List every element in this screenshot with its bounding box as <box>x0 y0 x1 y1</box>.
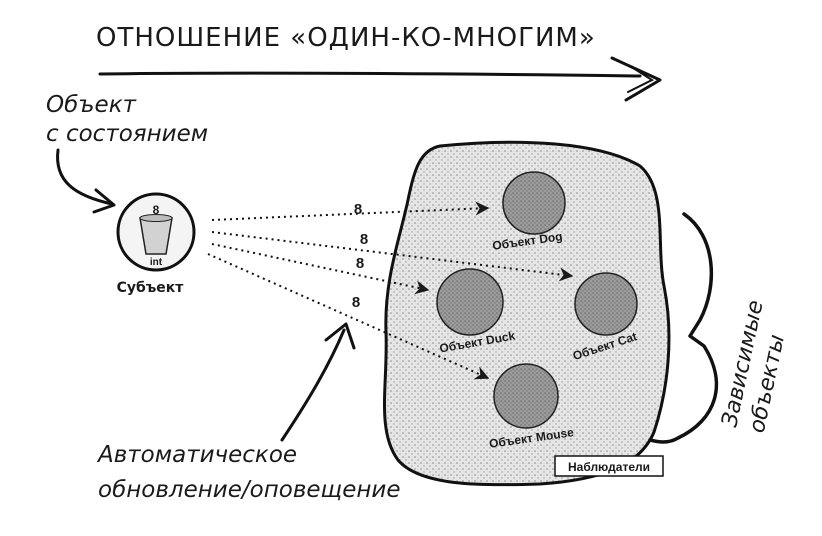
dependents-brace <box>648 212 719 444</box>
subject-label: Субъект <box>117 280 185 296</box>
subject-type-label: int <box>150 257 163 268</box>
message-value-dog: 8 <box>354 201 362 218</box>
observers-tag: Наблюдатели <box>554 455 664 477</box>
state-object-arrow <box>56 148 116 214</box>
message-arrows <box>207 201 574 380</box>
subject-node: 8 int <box>116 192 196 272</box>
message-value-duck: 8 <box>356 255 364 272</box>
message-arrow-duck <box>211 243 430 295</box>
message-value-mouse: 8 <box>352 294 360 311</box>
observers-label: Наблюдатели <box>568 460 650 474</box>
update-label: Автоматическое обновление/оповещение <box>96 442 401 503</box>
state-object-label: Объект с состоянием <box>46 92 208 147</box>
dependents-label: Зависимые объекты <box>717 291 797 435</box>
subject-value: 8 <box>153 203 160 217</box>
message-value-cat: 8 <box>360 231 368 248</box>
message-arrow-cat <box>211 231 574 282</box>
update-arrow <box>280 322 356 442</box>
diagram-title: ОТНОШЕНИЕ «ОДИН-КО-МНОГИМ» <box>96 23 596 53</box>
title-arrow <box>98 56 662 102</box>
observers-blob <box>383 140 671 487</box>
message-arrow-dog <box>211 201 490 221</box>
